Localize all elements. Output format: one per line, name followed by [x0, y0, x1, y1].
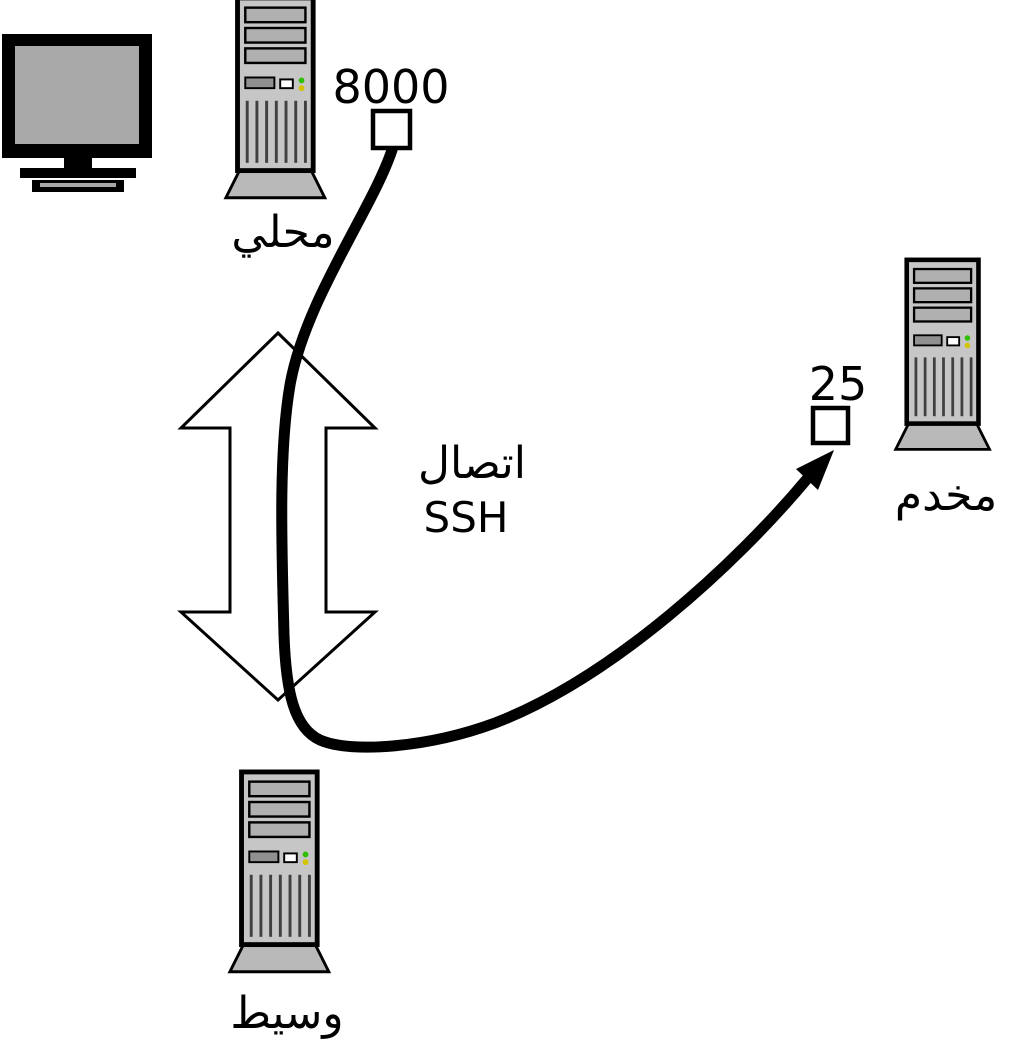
monitor-icon: [2, 34, 152, 192]
monitor-neck: [64, 158, 92, 170]
monitor-screen: [15, 46, 139, 144]
monitor-stand-bar: [20, 168, 136, 178]
port-25-box: [810, 405, 851, 446]
proxy-computer-icon: [230, 772, 329, 972]
proxy-label: وسيط: [230, 988, 343, 1039]
local-computer-icon: [226, 0, 325, 198]
port-8000-label: 8000: [332, 60, 449, 114]
server-label: مخدم: [895, 470, 997, 521]
cable-arrowhead-icon: [796, 450, 834, 490]
tunnel-cable: [276, 144, 813, 753]
ssh-connection-label-line1: اتصال: [418, 438, 526, 489]
monitor-base-slot: [40, 183, 116, 187]
ssh-connection-label-line2: SSH: [424, 493, 509, 542]
server-computer-icon: [896, 260, 990, 450]
port-8000-box: [370, 108, 413, 151]
local-label: محلي: [231, 207, 334, 258]
port-25-label: 25: [809, 357, 868, 411]
